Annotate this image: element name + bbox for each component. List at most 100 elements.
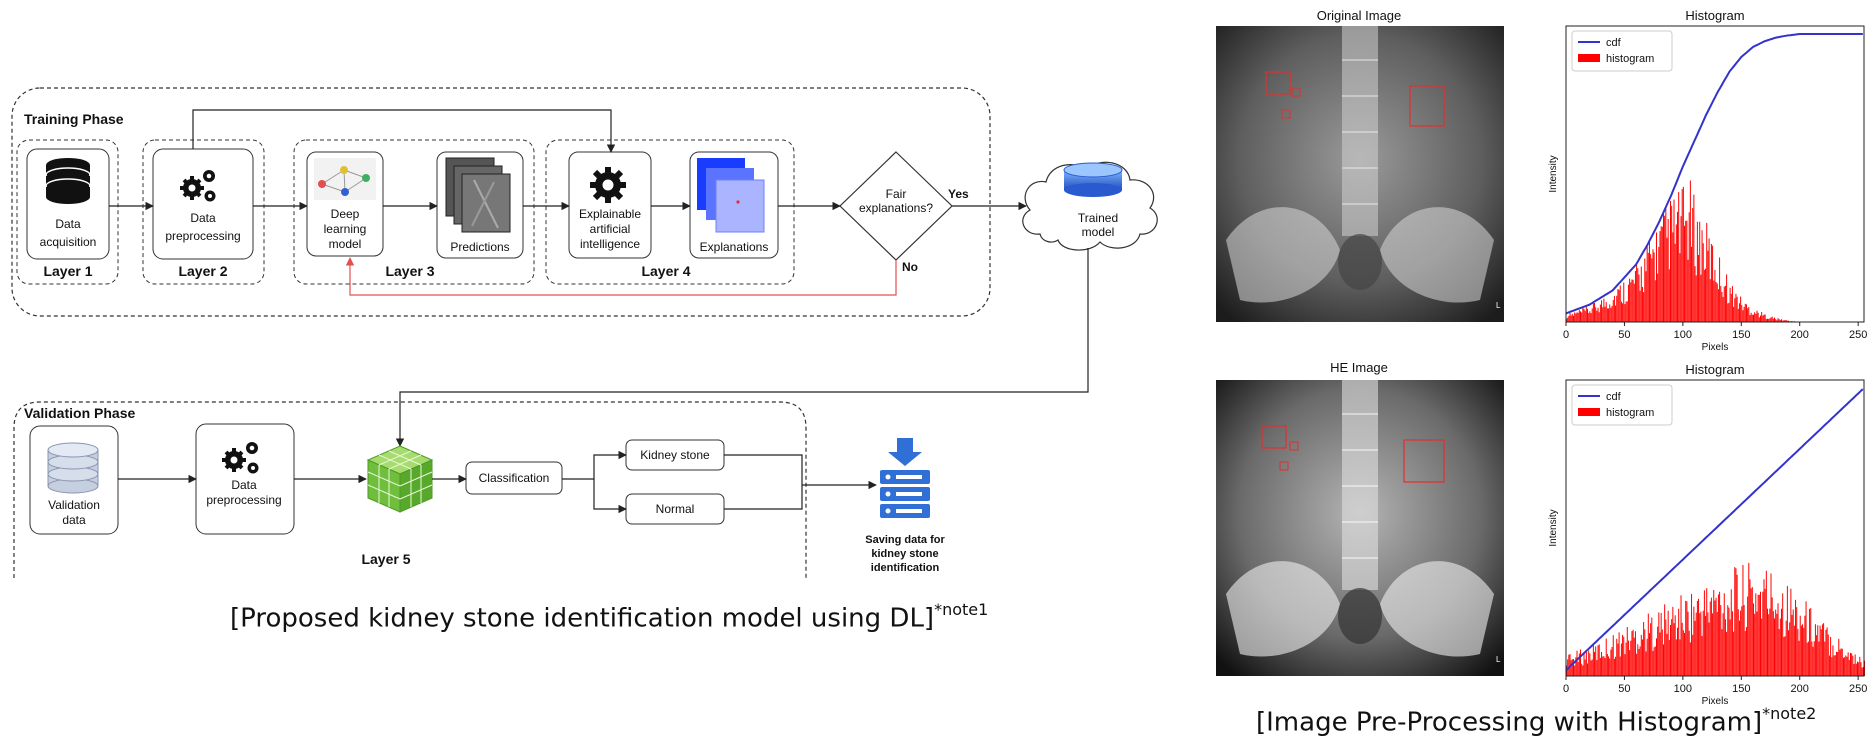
histogram-bar <box>1719 591 1721 676</box>
histogram-bar <box>1713 280 1715 322</box>
histogram-bar <box>1655 638 1657 676</box>
histogram-bar <box>1597 645 1599 676</box>
yes-label: Yes <box>948 187 969 201</box>
histogram-bar <box>1601 652 1603 676</box>
histogram-bar <box>1644 629 1646 676</box>
histogram-bar <box>1608 656 1610 676</box>
histogram-bar <box>1755 313 1757 322</box>
histogram-bar <box>1652 650 1654 676</box>
histogram-bar <box>1800 625 1802 676</box>
histogram-bar <box>1602 307 1604 322</box>
histogram-bar <box>1793 625 1795 676</box>
histogram-bar <box>1731 611 1733 676</box>
histogram-bar <box>1573 315 1575 322</box>
histogram-bar <box>1771 597 1773 676</box>
histogram-bar <box>1826 627 1828 676</box>
histogram-bar <box>1651 258 1653 322</box>
legend-histogram-swatch <box>1578 54 1600 62</box>
histogram-bar <box>1650 623 1652 676</box>
right-caption-note: *note2 <box>1762 704 1817 723</box>
histogram-bar <box>1681 622 1683 676</box>
histogram-bar <box>1636 264 1638 322</box>
histogram-bar <box>1706 588 1708 676</box>
histogram-bar <box>1788 630 1790 676</box>
histogram-bar <box>1575 657 1577 676</box>
histogram-bar <box>1730 293 1732 322</box>
histogram-bar <box>1770 573 1772 676</box>
histogram-bar <box>1860 662 1862 676</box>
histogram-bar <box>1652 249 1654 322</box>
histogram-bar <box>1721 291 1723 322</box>
histogram-bar <box>1636 653 1638 676</box>
histogram-bar <box>1754 613 1756 676</box>
histogram-bar <box>1749 315 1751 322</box>
histogram-bar <box>1605 302 1607 322</box>
histogram-bar <box>1736 574 1738 676</box>
histogram-bar <box>1668 269 1670 322</box>
histogram-bar <box>1733 306 1735 322</box>
histogram-bar <box>1810 608 1812 676</box>
histogram-bar <box>1852 655 1854 676</box>
histogram-bar <box>1665 619 1667 676</box>
histogram-bar <box>1763 579 1765 676</box>
histogram-bar <box>1846 656 1848 676</box>
histogram-bar <box>1803 627 1805 676</box>
histogram-bar <box>1719 257 1721 322</box>
histogram-bar <box>1762 591 1764 676</box>
histogram-bar <box>1859 656 1861 676</box>
histogram-bar <box>1764 314 1766 322</box>
histogram-bar <box>1736 296 1738 322</box>
histogram-bar <box>1707 612 1709 676</box>
trained-model-label-2: model <box>1082 225 1115 239</box>
histogram-bar <box>1769 608 1771 676</box>
histogram-bar <box>1713 589 1715 676</box>
histogram-bar <box>1675 224 1677 322</box>
histogram-bar <box>1740 296 1742 322</box>
x-tick-label: 250 <box>1849 683 1867 695</box>
histogram-bar <box>1674 615 1676 676</box>
val-preprocessing-label-2: preprocessing <box>206 493 281 507</box>
histogram-bar <box>1662 644 1664 676</box>
histogram-bar <box>1594 651 1596 676</box>
histogram-bar <box>1726 631 1728 676</box>
histogram-bar <box>1777 603 1779 676</box>
histogram-bar <box>1757 312 1759 322</box>
histogram-bar <box>1795 599 1797 676</box>
x-tick-label: 200 <box>1791 683 1809 695</box>
histogram-bar <box>1620 643 1622 676</box>
histogram-bar <box>1660 226 1662 322</box>
histogram-bar <box>1619 656 1621 676</box>
xray-marker-he: L <box>1496 655 1501 664</box>
histogram-bar <box>1769 318 1771 322</box>
histogram-bar <box>1816 635 1818 676</box>
histogram-bar <box>1698 598 1700 676</box>
histogram-bar <box>1714 269 1716 322</box>
histogram-bar <box>1588 650 1590 676</box>
histogram-bar <box>1637 644 1639 676</box>
histogram-bar <box>1749 579 1751 676</box>
histogram-bar <box>1627 284 1629 322</box>
histogram-bar <box>1582 307 1584 322</box>
histogram-bar <box>1763 314 1765 322</box>
histogram-bar <box>1807 641 1809 676</box>
save-server-icon <box>880 438 930 518</box>
plot-frame <box>1565 25 1865 323</box>
histogram-bar <box>1724 285 1726 322</box>
histogram-bar <box>1789 622 1791 676</box>
histogram-bar <box>1608 308 1610 322</box>
histogram-bar <box>1861 667 1863 676</box>
histogram-bar <box>1625 642 1627 676</box>
histogram-bar <box>1824 641 1826 676</box>
histogram-bar <box>1638 648 1640 676</box>
histogram-bar <box>1715 597 1717 676</box>
histogram-bar <box>1595 307 1597 322</box>
histogram-bar <box>1616 295 1618 322</box>
histogram-bar <box>1590 660 1592 676</box>
histogram-bar <box>1741 304 1743 322</box>
normal-label: Normal <box>656 502 695 516</box>
histogram-bar <box>1682 186 1684 322</box>
histogram-bar <box>1584 659 1586 676</box>
histogram-bar <box>1728 607 1730 676</box>
histogram-bar <box>1634 631 1636 676</box>
histogram-bar <box>1568 654 1570 676</box>
